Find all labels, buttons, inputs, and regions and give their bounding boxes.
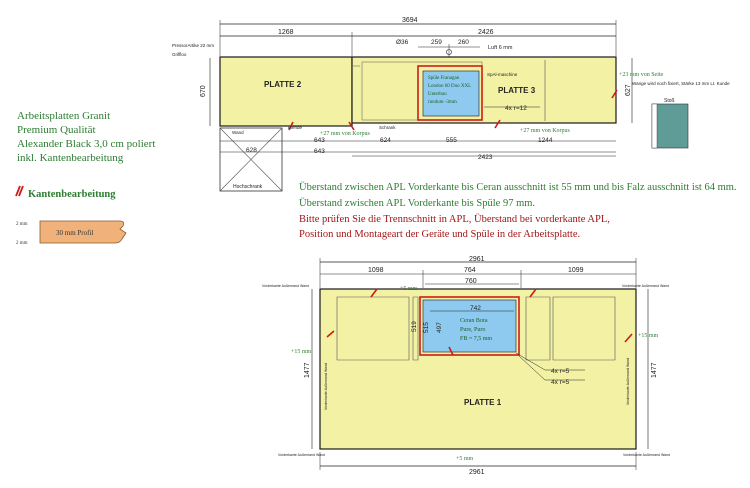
dim-624: 624: [380, 137, 391, 144]
seite-label: +23 mm von Seite: [619, 72, 664, 78]
edge-profile-group: Kantenbearbeitung 2 mm 2 mm 30 mm Profil: [15, 185, 127, 246]
spec-line-3: Alexander Black 3,0 cm poliert: [17, 138, 156, 150]
edge-dim-top: 2 mm: [16, 222, 28, 227]
plate-3-shape: [351, 56, 617, 124]
dim-515: 515: [423, 322, 430, 333]
edge-mark-icon: [15, 185, 24, 197]
bottom-depth-right: 1477: [651, 362, 658, 378]
radius-label-2: 4x r=5: [551, 379, 570, 386]
sink-label-1: Spüle Franagan: [428, 76, 460, 81]
spa-label: SpAl-maschine: [487, 72, 518, 77]
bottom-depth-left: 1477: [304, 362, 311, 378]
dim-1098: 1098: [368, 267, 384, 274]
note-line-1: Überstand zwischen APL Vorderkante bis C…: [299, 182, 737, 193]
top-hole-dim: Ø36: [396, 39, 409, 46]
sink-shape: [422, 70, 480, 117]
spec-line-1: Arbeitsplatten Granit: [17, 110, 111, 122]
dim-1244: 1244: [538, 137, 553, 144]
plate-2-shape: [219, 56, 353, 127]
top-left-width: 1268: [278, 29, 294, 36]
dim-497: 497: [436, 322, 443, 333]
dim-555: 555: [446, 137, 457, 144]
ceran-shape: [422, 299, 517, 353]
sink-label-4: rundum -3mm: [428, 100, 457, 105]
corner-tr: Vorderkante Außenrand Wand: [622, 284, 669, 288]
side-label-right: Vorderkante Außenrand Wand: [626, 358, 630, 405]
note-line-4: Position und Montageart der Geräte und S…: [299, 229, 581, 240]
top-luft-label: Luft 6 mm: [488, 45, 513, 51]
top-side-note-2: Griffloo: [172, 52, 187, 57]
dim-742: 742: [470, 305, 481, 312]
top-dim-259: 259: [431, 39, 442, 46]
detail-label: Stoß: [664, 98, 675, 104]
dim-643: 643: [314, 137, 325, 144]
dim-760: 760: [465, 278, 477, 285]
corner-tl: Vorderkante Außenrand Wand: [262, 284, 309, 288]
side-label-left: Vorderkante Außenrand Wand: [324, 363, 328, 410]
hochschrank-label: Hochschrank: [233, 184, 263, 190]
top-total-dim: 3694: [402, 17, 418, 24]
ceran-label-3: FB = 7,5 mm: [460, 336, 492, 342]
radius-label: 4x r=12: [505, 105, 527, 112]
detail-box: [651, 103, 689, 149]
edge-dim-bottom: 2 mm: [16, 241, 28, 246]
dim-764: 764: [464, 267, 476, 274]
note-line-2: Überstand zwischen APL Vorderkante bis S…: [299, 198, 536, 209]
bottom-total-dim-lower: 2961: [469, 469, 485, 476]
dim-1099: 1099: [568, 267, 584, 274]
dim-643b: 643: [314, 148, 325, 155]
sink-label-3: Unterbau: [428, 92, 447, 97]
top-side-note-1: PressorArtike 22 mm: [172, 43, 214, 48]
top-dim-260: 260: [458, 39, 469, 46]
plate-3-label: PLATTE 3: [498, 86, 536, 95]
ceran-label-1: Ceran Bora: [460, 318, 488, 324]
dim-2423: 2423: [478, 154, 493, 161]
plate-2-label: PLATTE 2: [264, 80, 302, 89]
corner-bl: Vorderkante Außenrand Wand: [278, 453, 325, 457]
pink-label: Schrank: [379, 125, 396, 130]
top-drawing: 3694 1268 2426 Ø36 259 260 Luft 6 mm Pre…: [172, 17, 730, 192]
edge-profile-label: 30 mm Profil: [56, 229, 93, 237]
korpus-left: +27 mm von Korpus: [320, 131, 371, 137]
sink-label-2: London 60 Duo XXL: [428, 84, 471, 89]
plus5-top: +5 mm: [400, 286, 418, 292]
small-label: Blende: [288, 125, 303, 130]
note-line-3: Bitte prüfen Sie die Trennschnitt in APL…: [299, 214, 610, 225]
plus5-bottom: +5 mm: [456, 456, 474, 462]
plus15-left: +15 mm: [291, 349, 312, 355]
top-right-width: 2426: [478, 29, 494, 36]
edge-profile-shape: [39, 220, 127, 244]
ceran-cutout-frame: [419, 296, 520, 356]
plus15-right: +15 mm: [638, 333, 659, 339]
radius-label-1: 4x r=5: [551, 368, 570, 375]
plate-1-label: PLATTE 1: [464, 398, 502, 407]
spec-line-2: Premium Qualität: [17, 124, 96, 136]
top-depth-right: 627: [625, 84, 632, 96]
corner-br: Vorderkante Außenrand Wand: [623, 453, 670, 457]
korpus-right: +27 mm von Korpus: [520, 128, 571, 134]
ceran-label-2: Pure, Puro: [460, 327, 485, 333]
bottom-drawing: 2961 1098 764 1099 760 Vorderkante Außen…: [262, 256, 670, 476]
dim-519: 519: [411, 321, 418, 332]
wand-label: Wand: [232, 130, 244, 135]
spec-line-4: inkl. Kantenbearbeitung: [17, 152, 124, 164]
wange-label: Wange wird noch fixiert, Stärke 13 mm Lt…: [632, 81, 730, 86]
dim-628: 628: [246, 147, 257, 154]
bottom-total-dim: 2961: [469, 256, 485, 263]
edge-title: Kantenbearbeitung: [28, 189, 116, 200]
top-depth-left: 670: [200, 85, 207, 97]
sink-cutout-frame: [417, 65, 483, 121]
